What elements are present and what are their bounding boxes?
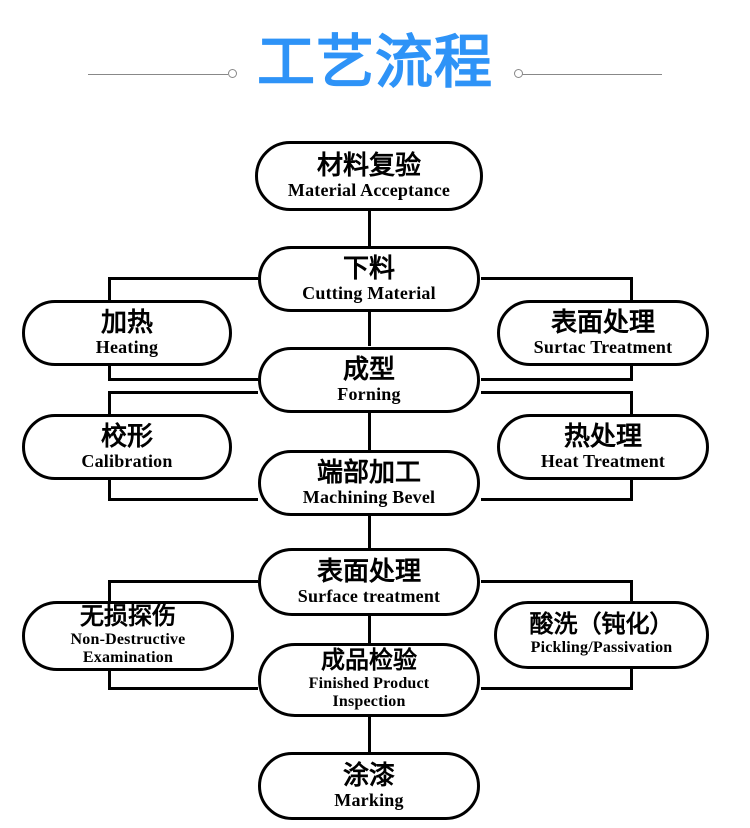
- connector-material-to-cutting: [368, 209, 371, 248]
- node-marking[interactable]: 涂漆 Marking: [258, 752, 480, 820]
- connector-right-bus-mid: [630, 391, 633, 419]
- node-label-en: Finished Product Inspection: [308, 675, 430, 710]
- title-decoration-dot-right: [514, 69, 523, 78]
- connector-finished-to-marking: [368, 714, 371, 754]
- connector-left-bus-calibration-out: [108, 477, 111, 501]
- page-title: 工艺流程: [256, 30, 493, 95]
- title-decoration-line-left: [88, 74, 228, 75]
- node-label-cn: 成型: [342, 354, 395, 384]
- connector-left-bus-mid: [108, 391, 111, 419]
- node-label-en: Calibration: [81, 450, 173, 471]
- node-label-cn: 热处理: [563, 421, 642, 451]
- connector-pickling-to-finished: [481, 687, 633, 690]
- connector-heating-to-forming: [108, 378, 258, 381]
- connector-calibration-to-machining: [108, 498, 258, 501]
- title-decoration-dot-left: [228, 69, 237, 78]
- node-label-en: Surtac Treatment: [533, 336, 673, 357]
- node-label-en: Heat Treatment: [540, 450, 666, 471]
- node-cutting-material[interactable]: 下料 Cutting Material: [258, 246, 480, 312]
- connector-surface-left-branch: [108, 580, 258, 583]
- connector-left-bus-heating-out: [108, 363, 111, 381]
- title-decoration-line-right: [522, 74, 662, 75]
- connector-surface-to-finished: [368, 614, 371, 644]
- node-calibration[interactable]: 校形 Calibration: [22, 414, 232, 480]
- node-label-en: Heating: [95, 336, 159, 357]
- connector-right-bus-heat-out: [630, 477, 633, 501]
- node-label-cn: 端部加工: [316, 457, 421, 487]
- connector-forming-left-branch: [108, 391, 258, 394]
- node-label-en: Forning: [337, 383, 401, 404]
- node-label-cn: 无损探伤: [80, 604, 176, 631]
- node-finished-product-inspection[interactable]: 成品检验 Finished Product Inspection: [258, 643, 480, 717]
- node-label-cn: 酸洗（钝化）: [529, 612, 674, 639]
- connector-right-bus-lower: [630, 580, 633, 608]
- node-label-en: Surface treatment: [297, 585, 441, 606]
- node-label-cn: 涂漆: [342, 760, 395, 790]
- node-label-cn: 表面处理: [550, 307, 655, 337]
- connector-right-bus-surtac-out: [630, 363, 633, 381]
- node-label-cn: 材料复验: [316, 150, 421, 180]
- node-forming[interactable]: 成型 Forning: [258, 347, 480, 413]
- connector-cutting-right-branch: [481, 277, 633, 280]
- node-surtac-treatment[interactable]: 表面处理 Surtac Treatment: [497, 300, 709, 366]
- page-header: 工艺流程: [0, 0, 750, 130]
- node-heating[interactable]: 加热 Heating: [22, 300, 232, 366]
- connector-forming-to-machining: [368, 412, 371, 450]
- connector-surface-right-branch: [481, 580, 633, 583]
- connector-ndt-to-finished: [108, 687, 258, 690]
- node-label-cn: 加热: [100, 307, 153, 337]
- connector-cutting-to-forming: [368, 310, 371, 346]
- connector-right-bus-upper: [630, 277, 633, 305]
- connector-heat-to-machining: [481, 498, 633, 501]
- node-label-cn: 校形: [100, 421, 153, 451]
- node-heat-treatment[interactable]: 热处理 Heat Treatment: [497, 414, 709, 480]
- node-machining-bevel[interactable]: 端部加工 Machining Bevel: [258, 450, 480, 516]
- connector-left-bus-lower: [108, 580, 111, 608]
- connector-left-bus-ndt-out: [108, 664, 111, 690]
- node-label-en: Cutting Material: [302, 282, 436, 303]
- node-non-destructive-examination[interactable]: 无损探伤 Non-Destructive Examination: [22, 601, 234, 671]
- node-label-cn: 成品检验: [321, 648, 417, 675]
- node-label-en: Non-Destructive Examination: [70, 631, 186, 666]
- connector-machining-to-surface: [368, 514, 371, 548]
- connector-forming-right-branch: [481, 391, 633, 394]
- node-label-en: Marking: [334, 789, 404, 810]
- connector-left-bus-upper: [108, 277, 111, 305]
- connector-surtac-to-forming: [481, 378, 633, 381]
- node-material-acceptance[interactable]: 材料复验 Material Acceptance: [255, 141, 483, 211]
- node-pickling-passivation[interactable]: 酸洗（钝化） Pickling/Passivation: [494, 601, 709, 669]
- node-surface-treatment[interactable]: 表面处理 Surface treatment: [258, 548, 480, 616]
- connector-cutting-left-branch: [108, 277, 258, 280]
- node-label-en: Machining Bevel: [302, 486, 436, 507]
- node-label-en: Material Acceptance: [287, 179, 451, 200]
- node-label-cn: 下料: [342, 253, 395, 283]
- node-label-en: Pickling/Passivation: [530, 639, 673, 656]
- connector-right-bus-pickling-out: [630, 664, 633, 690]
- node-label-cn: 表面处理: [316, 556, 421, 586]
